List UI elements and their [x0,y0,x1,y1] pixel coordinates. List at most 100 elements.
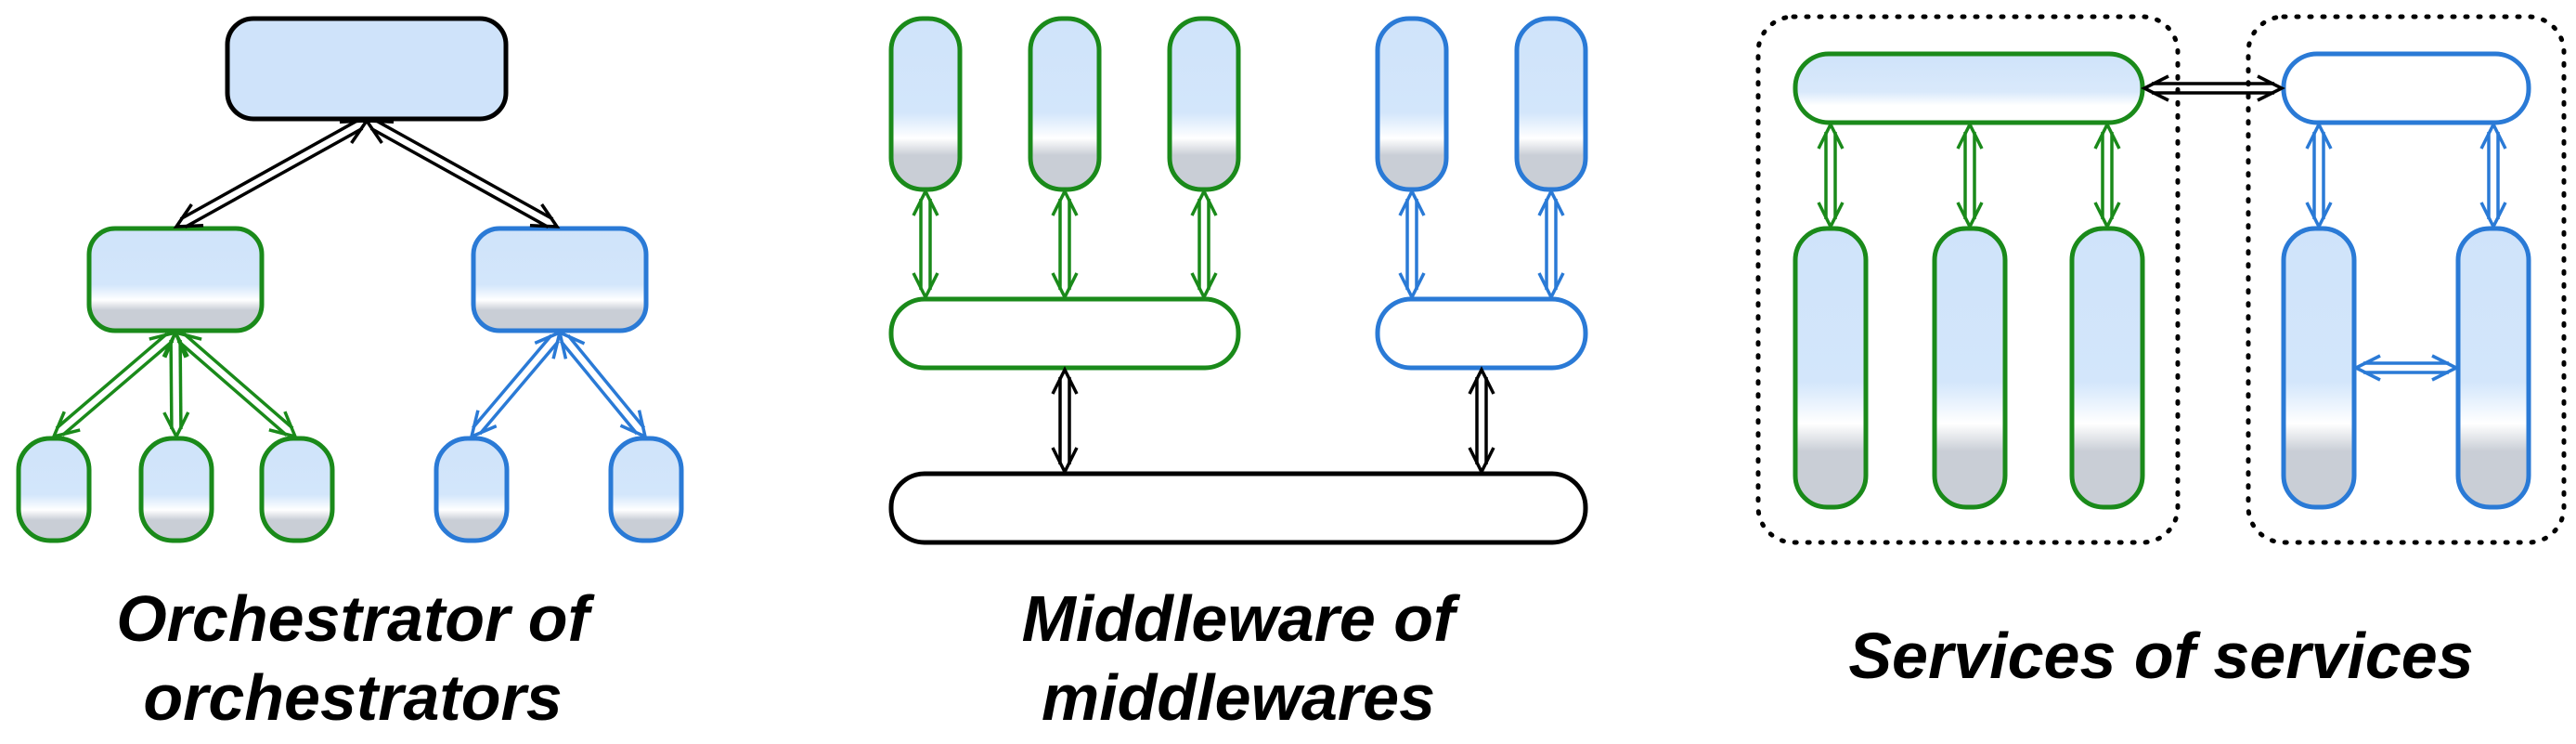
green-service-node [259,436,335,543]
arrow-head [557,329,586,359]
services-panel: Services of services [1755,14,2567,692]
arrow-head [1190,188,1218,216]
arrow-head [1537,188,1565,216]
green-service-node [1793,226,1869,510]
double-arrow [557,329,648,440]
arrow-shaft [374,118,554,221]
arrow-shaft [566,333,646,429]
caption-line-1: Middleware of [1022,582,1461,655]
green-composite-service [1793,51,2145,125]
orchestrator-panel: Orchestrator of orchestrators [16,16,684,734]
arrow-head [1468,447,1495,476]
double-arrow [1817,121,1845,230]
blue-service-node [2455,226,2531,510]
arrow-head [268,411,298,439]
arrow-shaft [478,340,560,436]
arrow-shaft [61,339,175,437]
arrow-head [1537,272,1565,301]
caption-line-2: middlewares [1042,661,1435,734]
arrow-head [2257,74,2285,102]
arrow-head [1051,366,1079,395]
arrow-head [51,411,81,439]
arrow-shaft [179,118,359,221]
arrow-head [1956,121,1984,150]
double-arrow [2352,354,2460,382]
green-service-node [16,436,92,543]
blue-middleware-bar [1375,296,1588,371]
arrow-head [2141,74,2169,102]
double-arrow [2305,121,2333,230]
blue-service-node [608,436,684,543]
arrow-head [2305,202,2333,230]
arrow-shaft [178,339,183,429]
double-arrow [173,118,370,229]
services-arrows [1817,74,2507,382]
double-arrow [2141,74,2285,102]
arrow-head [2352,354,2381,382]
arrow-head [2093,121,2121,150]
double-arrow [173,330,298,439]
blue-orchestrator-node [471,226,649,333]
blue-service-node [1375,16,1449,192]
arrow-head [912,188,939,216]
caption-line-2: orchestrators [143,661,562,734]
arrow-shaft [169,340,174,430]
arrow-shaft [183,333,294,430]
double-arrow [51,330,178,439]
green-service-node [138,436,214,543]
arrow-head [912,272,939,301]
green-service-node [888,16,963,192]
arrow-head [1051,188,1079,216]
arrow-head [173,203,204,228]
green-service-node [1028,16,1102,192]
double-arrow [363,118,561,229]
blue-service-node [1514,16,1588,192]
double-arrow [1051,366,1079,476]
arrow-head [1051,272,1079,301]
arrow-head [619,410,648,440]
arrow-shaft [472,333,553,429]
arrow-shaft [559,340,639,436]
arrow-head [1817,202,1845,230]
middleware-panel: Middleware of middlewares [888,16,1588,734]
green-group-boundary [1755,14,2181,545]
arrow-head [1398,272,1426,301]
arrow-shaft [176,339,288,437]
middleware-arrows [912,188,1565,476]
double-arrow [912,188,939,301]
arrow-head [1398,188,1426,216]
arrow-shaft [369,126,550,229]
arrow-shaft [184,126,364,229]
caption-line-1: Orchestrator of [116,582,595,655]
arrow-head [2305,121,2333,150]
green-service-node [1167,16,1241,192]
arrow-head [2479,121,2507,150]
arrow-head [2479,202,2507,230]
arrow-head [2431,354,2460,382]
arrow-head [363,119,395,144]
double-arrow [1537,188,1565,301]
double-arrow [2479,121,2507,230]
orchestrator-arrows [51,118,648,440]
arrow-shaft [55,333,168,430]
caption-line-1: Services of services [1848,620,2473,692]
double-arrow [469,330,563,439]
double-arrow [1051,188,1079,301]
blue-group-boundary [2246,14,2567,545]
double-arrow [1190,188,1218,301]
green-service-node [1932,226,2008,510]
arrow-head [173,330,202,359]
arrow-head [1817,121,1845,150]
blue-composite-service [2281,51,2531,125]
arrow-head [1051,447,1079,476]
double-arrow [2093,121,2121,230]
arrow-head [162,411,190,440]
double-arrow [1956,121,1984,230]
arrow-head [1956,202,1984,230]
green-orchestrator-node [86,226,265,333]
arrow-head [1468,366,1495,395]
arrow-head [529,203,561,228]
shared-middleware-bar [888,471,1588,545]
double-arrow [1398,188,1426,301]
